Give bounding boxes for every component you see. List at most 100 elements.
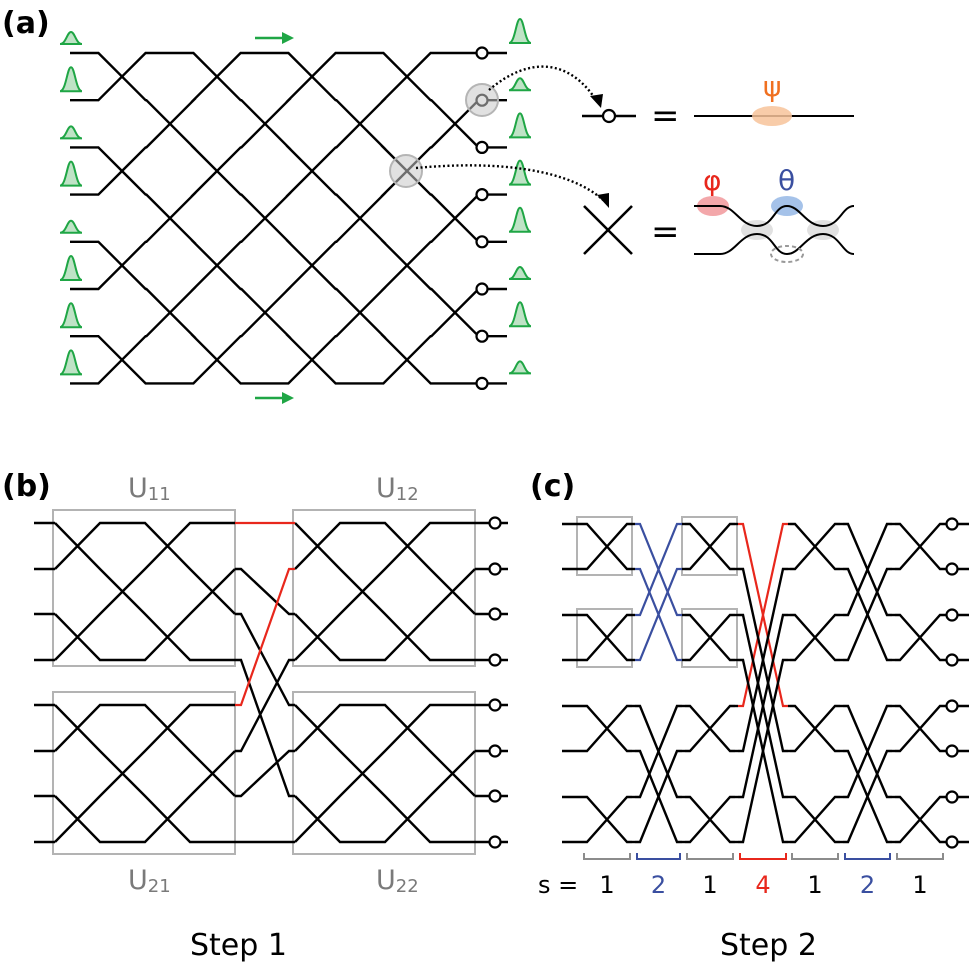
input-pulse-icon xyxy=(59,302,83,329)
caption-step1: Step 1 xyxy=(190,928,287,963)
phi-label: φ xyxy=(703,164,721,197)
waveguide xyxy=(635,749,682,844)
phase-shifter-icon xyxy=(475,282,489,296)
stride-brace xyxy=(844,853,891,860)
subblock-box xyxy=(576,516,633,576)
stride-brace xyxy=(583,853,631,860)
propagation-arrow-bottom-icon xyxy=(255,392,294,404)
subblock-box xyxy=(681,608,738,668)
waveguide xyxy=(70,99,482,385)
stride-brace xyxy=(686,853,734,860)
output-pulse-icon xyxy=(508,301,532,328)
waveguide xyxy=(895,795,945,844)
stride-brace xyxy=(636,853,681,860)
stride-value: 1 xyxy=(599,871,614,899)
phase-shifter-icon xyxy=(488,744,502,758)
input-pulse-icon xyxy=(59,30,83,45)
mzi-highlight xyxy=(389,154,423,188)
waveguide xyxy=(790,613,840,662)
output-pulse-icon xyxy=(508,360,532,375)
stride-value: 4 xyxy=(755,871,770,899)
waveguide xyxy=(843,522,892,617)
stride-value: 1 xyxy=(807,871,822,899)
output-pulse-icon xyxy=(508,77,532,92)
block-u22 xyxy=(292,691,476,855)
waveguide xyxy=(738,522,788,708)
label-u11: U11 xyxy=(128,473,171,505)
equals-sign: = xyxy=(651,212,680,252)
waveguide xyxy=(582,522,632,571)
panel-a-label: (a) xyxy=(2,6,50,41)
waveguide xyxy=(294,522,475,662)
mesh-step2 xyxy=(562,517,969,849)
block-u11 xyxy=(52,509,236,667)
shuffle-waveguide xyxy=(235,658,295,753)
block-u12 xyxy=(292,509,476,667)
shuffle-waveguide xyxy=(235,567,295,707)
phase-shifter-icon xyxy=(945,608,959,622)
waveguide xyxy=(70,51,482,385)
phase-shifter-icon xyxy=(945,835,959,849)
waveguide xyxy=(685,704,735,753)
waveguide xyxy=(895,613,945,662)
phase-shifter-icon xyxy=(475,235,489,249)
shuffle-waveguide xyxy=(235,612,295,707)
phase-shifter-icon xyxy=(945,790,959,804)
phase-shifter-icon xyxy=(488,789,502,803)
phase-shifter-highlight xyxy=(465,83,499,117)
waveguide xyxy=(790,795,840,844)
phase-shifter-icon xyxy=(475,329,489,343)
output-pulse-icon xyxy=(508,265,532,280)
block-u21 xyxy=(52,691,236,855)
output-pulses xyxy=(508,17,532,375)
phase-shifter-icon xyxy=(475,188,489,202)
input-pulse-icon xyxy=(59,254,83,281)
waveguide xyxy=(70,51,482,291)
input-pulses xyxy=(59,30,83,376)
waveguide xyxy=(54,568,236,662)
waveguide xyxy=(294,521,476,615)
waveguide xyxy=(635,567,682,662)
panel-c-label: (c) xyxy=(530,469,575,504)
waveguide xyxy=(54,521,235,661)
waveguide xyxy=(582,613,632,662)
subblock-box xyxy=(576,608,633,668)
stride-value: 1 xyxy=(912,871,927,899)
waveguide xyxy=(635,522,682,617)
shuffle-waveguide xyxy=(235,658,295,798)
propagation-arrow-top-icon xyxy=(255,32,294,44)
input-pulse-icon xyxy=(59,160,83,187)
waveguide xyxy=(54,522,235,662)
stride-value: 2 xyxy=(651,871,666,899)
waveguide xyxy=(685,522,735,571)
label-u12: U12 xyxy=(376,473,419,505)
waveguide xyxy=(790,522,840,571)
waveguide xyxy=(294,703,476,797)
callout-arrowhead-icon xyxy=(597,193,609,208)
waveguide xyxy=(54,521,236,615)
callout-phase-shifter xyxy=(488,65,598,101)
input-pulse-icon xyxy=(59,219,83,234)
waveguide xyxy=(843,749,892,844)
panel-a: (a) = ψ xyxy=(2,6,855,404)
panel-b-label: (b) xyxy=(2,469,51,504)
output-pulse-icon xyxy=(508,206,532,233)
phase-shifter-icon xyxy=(475,376,489,390)
waveguide xyxy=(895,704,945,753)
shuffle-waveguide xyxy=(235,749,295,798)
waveguide xyxy=(738,613,788,799)
theta-label: θ xyxy=(778,164,795,197)
waveguide xyxy=(790,704,840,753)
legend-phase-shifter: = ψ xyxy=(582,70,854,136)
waveguide xyxy=(895,522,945,571)
input-pulse-icon xyxy=(59,66,83,93)
callout-arrowhead-icon xyxy=(590,94,603,108)
stride-brace xyxy=(739,853,787,860)
phase-shifter-icon xyxy=(945,744,959,758)
phase-shifter-icon xyxy=(945,653,959,667)
waveguide xyxy=(685,795,735,844)
phase-shifter-icon xyxy=(488,698,502,712)
waveguide xyxy=(70,51,482,243)
waveguide xyxy=(582,704,632,753)
